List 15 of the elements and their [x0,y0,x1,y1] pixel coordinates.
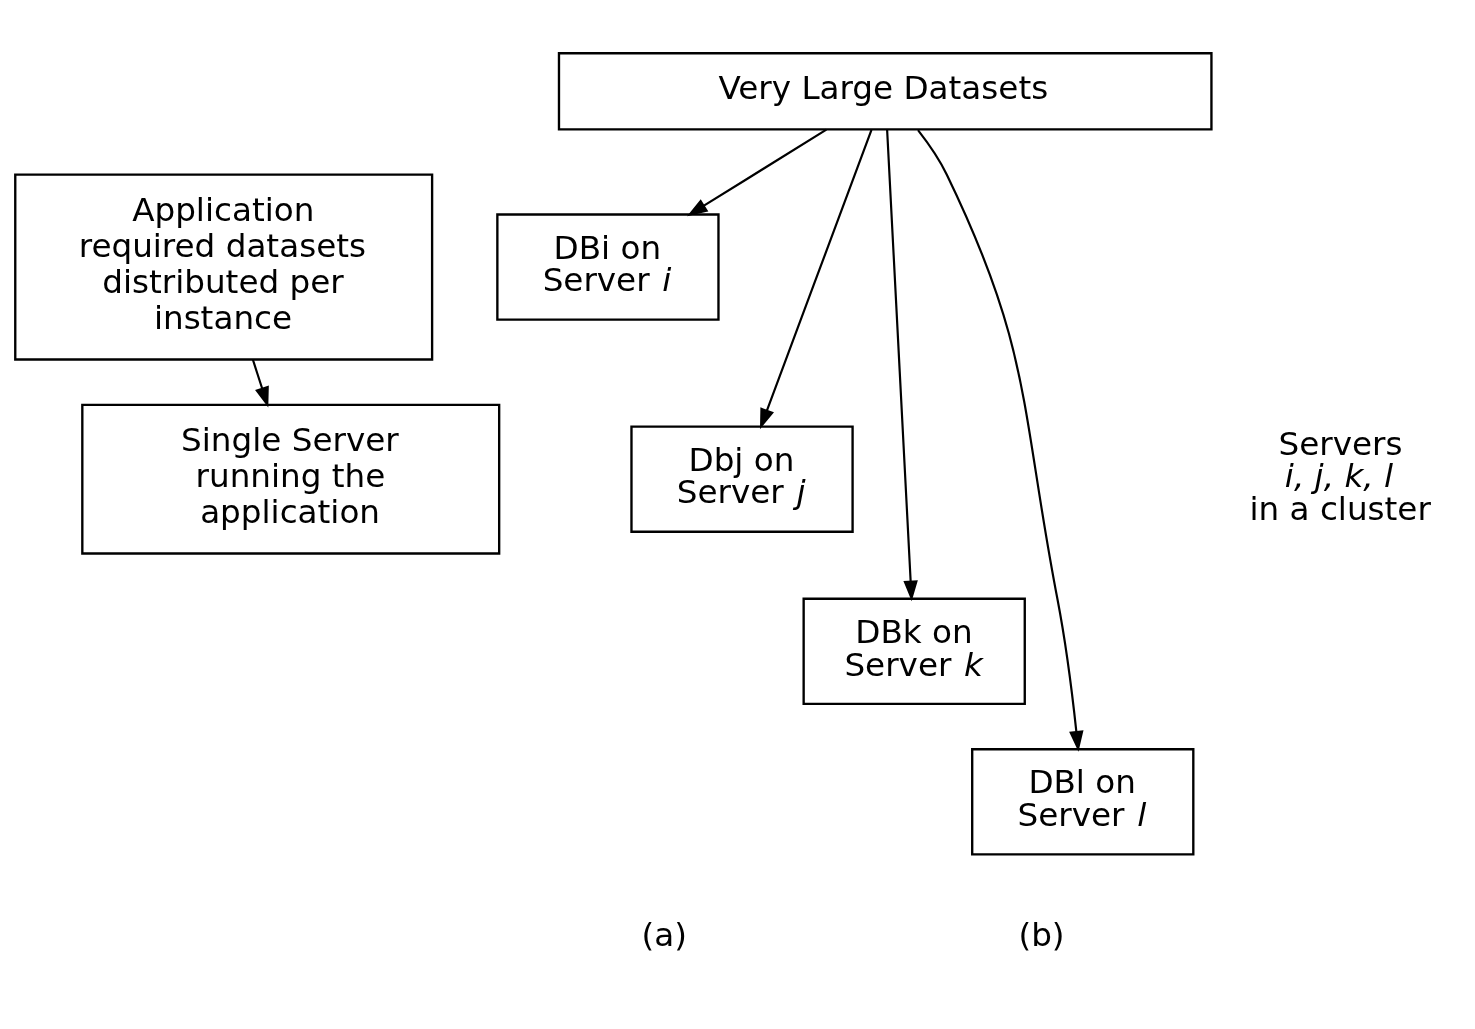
label: (a) [641,915,687,954]
arrow [687,128,827,217]
node-box: DBi on Server i [496,213,720,321]
label: Servers i, j, k, l in a cluster [1249,424,1431,528]
label: (b) [1018,915,1065,954]
node-box: Single Server running the application [81,403,501,555]
arrow [759,129,873,430]
node-box: Application required datasets distributed per instance [14,173,434,361]
node-box: Very Large Datasets [557,52,1213,131]
node-box: Dbj on Server j [630,425,854,533]
node-box: DBk on Server k [802,597,1026,706]
node-box: DBl on Server l [971,748,1195,856]
arrow [886,129,918,602]
arrow [917,129,1084,752]
arrow [251,359,269,408]
